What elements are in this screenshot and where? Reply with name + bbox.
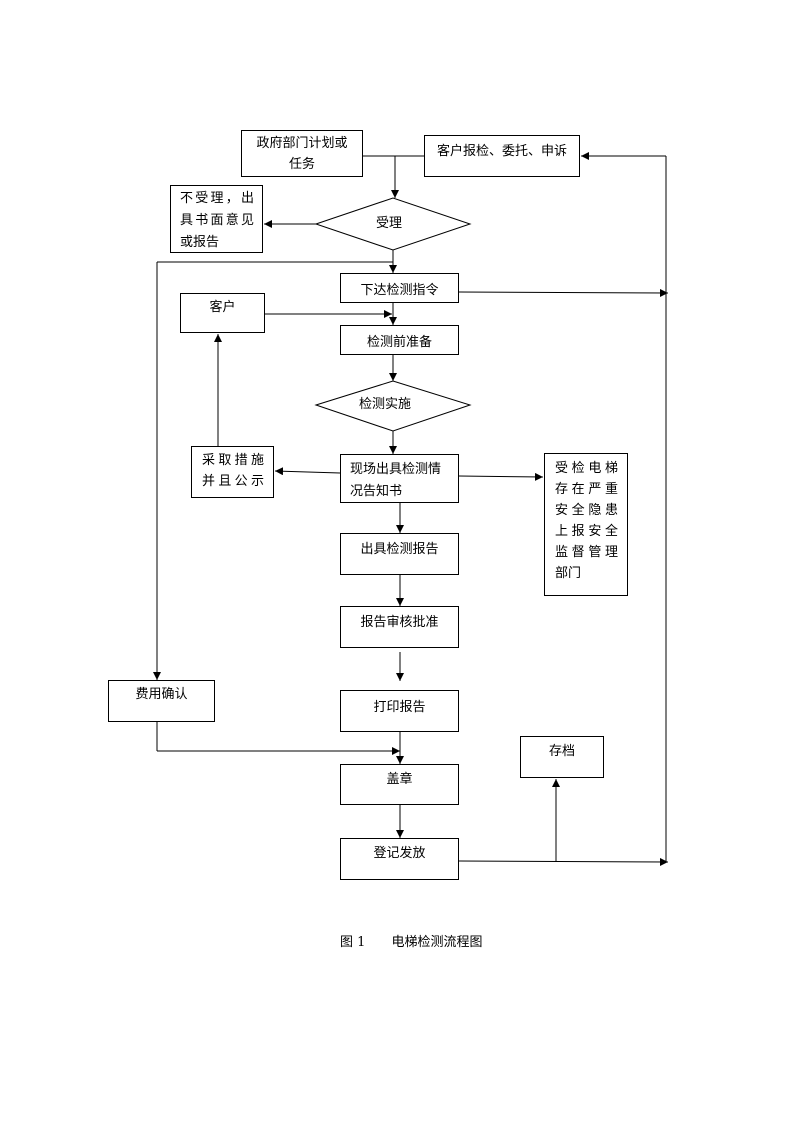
edge-register-to-right-rail (458, 857, 669, 866)
node-measures-line-1: 采取措施 (202, 453, 264, 468)
node-issue-report: 出具检测报告 (340, 533, 459, 575)
node-customer-label: 客户 (209, 300, 236, 315)
node-register: 登记发放 (340, 838, 459, 880)
node-onsite-notice-line-2: 况告知书 (350, 484, 403, 499)
node-print-label: 打印报告 (373, 700, 426, 715)
node-issue-report-label: 出具检测报告 (360, 542, 439, 557)
decision-accept-diamond (314, 197, 472, 251)
node-report-authority: 受检电梯 存在严重 安全隐患 上报安全 监督管理 部门 (544, 453, 628, 596)
node-print: 打印报告 (340, 690, 459, 732)
node-customer-request: 客户报检、委托、申诉 (424, 135, 580, 177)
node-archive: 存档 (520, 736, 604, 778)
edge-order-to-right-rail (458, 288, 669, 297)
node-fee-label: 费用确认 (135, 687, 188, 702)
edge-notice-to-measures (274, 467, 341, 476)
decision-accept-label: 受理 (375, 216, 402, 231)
node-report-authority-line-1: 受检电梯 (555, 461, 618, 476)
node-gov-plan-line-2: 任务 (288, 156, 315, 172)
node-customer-request-label: 客户报检、委托、申诉 (436, 144, 567, 159)
decision-implement-label: 检测实施 (358, 397, 411, 412)
figure-number: 图 1 (340, 935, 366, 950)
node-issue-order-label: 下达检测指令 (360, 282, 439, 298)
node-report-authority-line-6: 部门 (555, 566, 582, 581)
node-review: 报告审核批准 (340, 606, 459, 648)
node-report-authority-line-3: 安全隐患 (555, 503, 618, 518)
node-reject-line-1: 不受理，出 (180, 191, 254, 206)
figure-caption: 图 1 电梯检测流程图 (340, 934, 483, 952)
node-report-authority-line-5: 监督管理 (555, 545, 618, 560)
node-archive-label: 存档 (548, 744, 575, 759)
node-review-label: 报告审核批准 (360, 615, 439, 630)
node-register-label: 登记发放 (373, 846, 426, 861)
node-onsite-notice: 现场出具检测情 况告知书 (340, 454, 459, 503)
node-report-authority-line-2: 存在严重 (555, 482, 618, 497)
node-stamp-label: 盖章 (386, 772, 413, 787)
node-gov-plan: 政府部门计划或 任务 (241, 130, 363, 177)
figure-title: 电梯检测流程图 (391, 935, 483, 950)
node-report-authority-line-4: 上报安全 (555, 524, 618, 539)
node-issue-order: 下达检测指令 (340, 273, 459, 303)
node-customer: 客户 (180, 293, 265, 333)
node-reject: 不受理，出 具书面意见 或报告 (170, 185, 263, 253)
node-fee: 费用确认 (108, 680, 215, 722)
node-measures-line-2: 并且公示 (202, 474, 264, 489)
node-prep: 检测前准备 (340, 325, 459, 355)
node-onsite-notice-line-1: 现场出具检测情 (350, 462, 442, 477)
node-gov-plan-line-1: 政府部门计划或 (256, 135, 348, 151)
edge-notice-to-authority (458, 472, 544, 481)
decision-implement-diamond (314, 380, 472, 432)
node-prep-label: 检测前准备 (366, 334, 432, 350)
node-reject-line-2: 具书面意见 (180, 213, 254, 228)
node-reject-line-3: 或报告 (180, 235, 220, 250)
node-measures: 采取措施 并且公示 (191, 446, 274, 498)
node-stamp: 盖章 (340, 764, 459, 805)
